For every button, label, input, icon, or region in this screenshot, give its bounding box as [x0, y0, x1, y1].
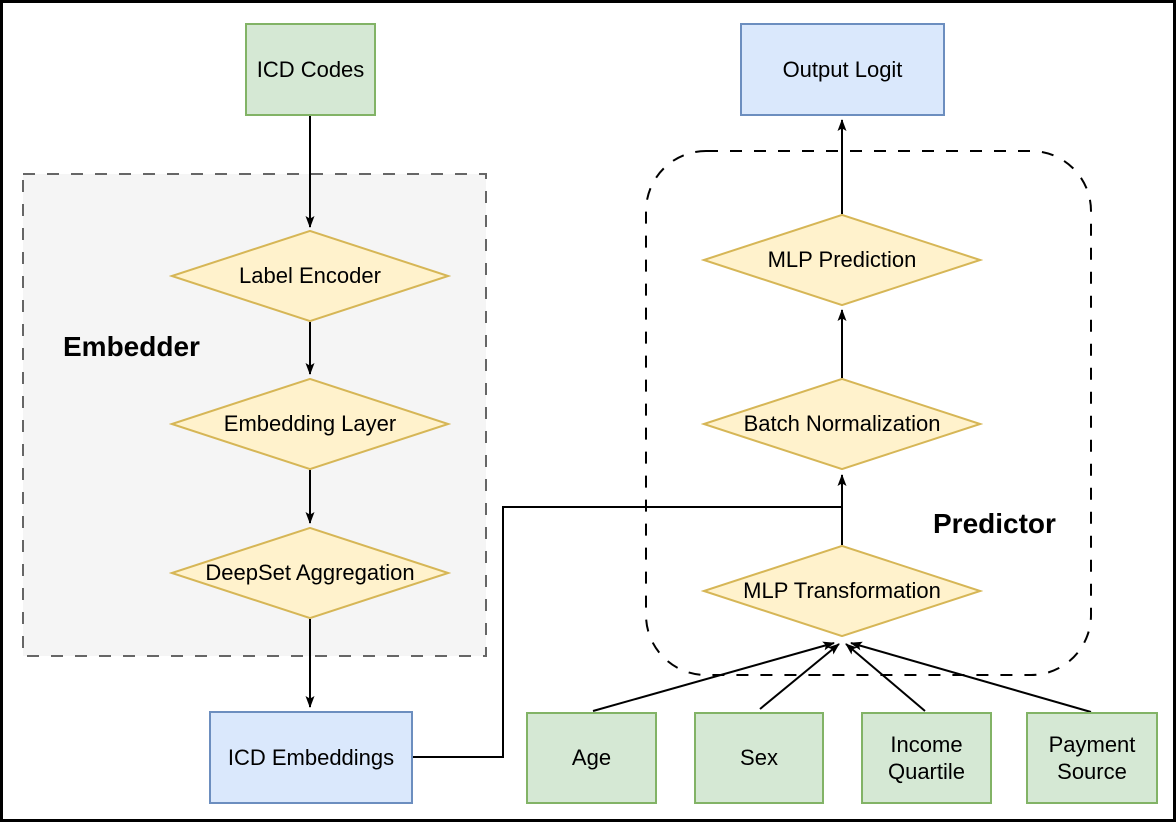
node-icd-codes: ICD Codes [245, 23, 376, 116]
embedder-group-label: Embedder [63, 331, 200, 362]
node-age-label: Age [571, 745, 612, 771]
diamond-shape [701, 545, 983, 637]
node-output-logit-label: Output Logit [782, 56, 903, 82]
node-income-quartile-label: Income Quartile [887, 731, 966, 785]
diamond-shape [169, 230, 451, 322]
arrow-income-quartile-to-mlp-transformation [845, 643, 926, 712]
node-income-quartile: Income Quartile [861, 712, 992, 804]
node-icd-codes-label: ICD Codes [256, 56, 365, 82]
node-mlp-transformation: MLP Transformation [701, 545, 983, 637]
diamond-shape [701, 378, 983, 470]
node-label-encoder-label: Label Encoder [239, 263, 381, 289]
diamond-shape [169, 527, 451, 619]
node-embedding-layer: Embedding Layer [169, 378, 451, 470]
arrow-sex-to-mlp-transformation [759, 643, 840, 710]
arrow-payment-source-to-mlp-transformation [850, 641, 1092, 713]
node-payment-source-label: Payment Source [1048, 731, 1136, 785]
node-mlp-prediction: MLP Prediction [701, 214, 983, 306]
node-mlp-transformation-label: MLP Transformation [743, 578, 941, 604]
node-sex-label: Sex [740, 745, 778, 771]
node-mlp-prediction-label: MLP Prediction [767, 247, 917, 273]
node-batch-normalization-label: Batch Normalization [743, 411, 941, 437]
node-deepset-aggregation: DeepSet Aggregation [169, 527, 451, 619]
node-batch-normalization: Batch Normalization [701, 378, 983, 470]
diamond-shape [701, 214, 983, 306]
node-output-logit: Output Logit [740, 23, 945, 116]
node-icd-embeddings-label: ICD Embeddings [227, 744, 395, 770]
predictor-region [645, 150, 1092, 676]
connector-icd-embeddings-to-batch-normalization [413, 506, 842, 758]
arrow-age-to-mlp-transformation [592, 641, 835, 712]
node-payment-source: Payment Source [1026, 712, 1158, 804]
diamond-shape [169, 378, 451, 470]
node-embedding-layer-label: Embedding Layer [223, 411, 397, 437]
node-label-encoder: Label Encoder [169, 230, 451, 322]
node-age: Age [526, 712, 657, 804]
predictor-group-label: Predictor [933, 508, 1056, 539]
node-icd-embeddings: ICD Embeddings [209, 711, 413, 804]
node-deepset-aggregation-label: DeepSet Aggregation [205, 560, 415, 586]
node-sex: Sex [694, 712, 824, 804]
